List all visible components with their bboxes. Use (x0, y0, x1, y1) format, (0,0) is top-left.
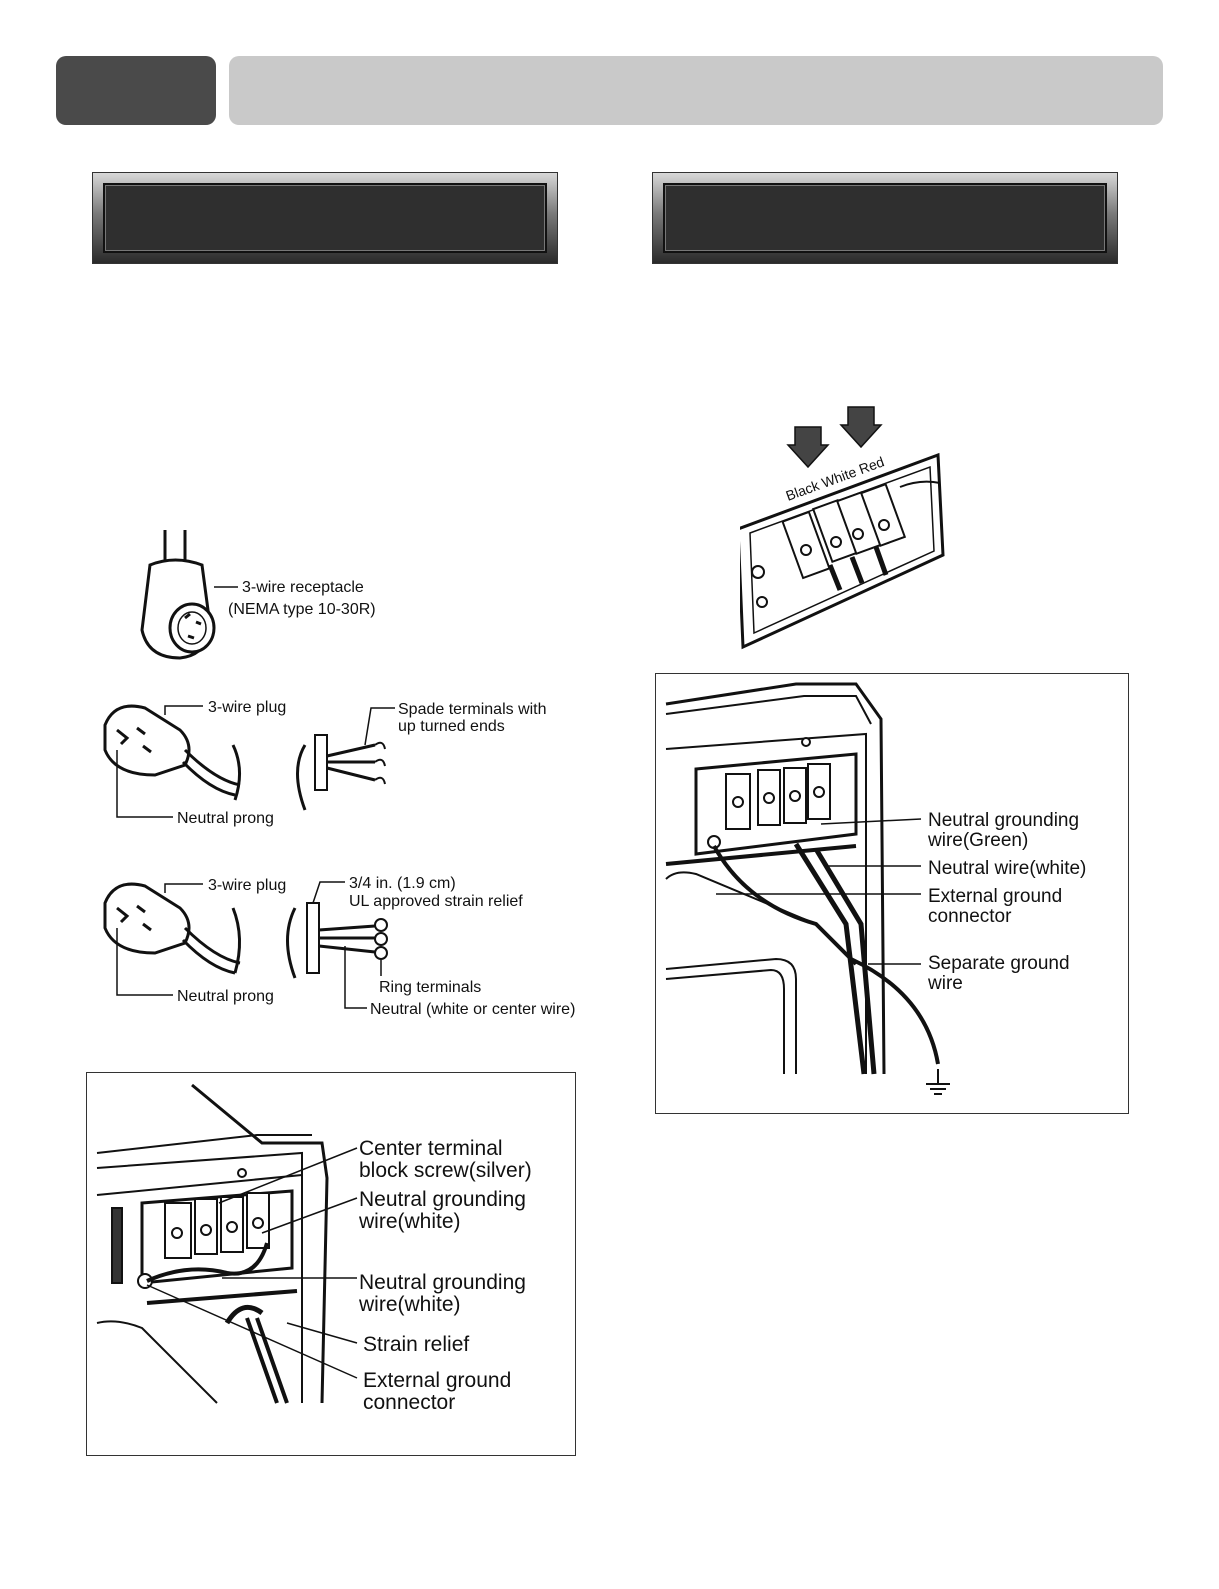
three-wire-center-line2: block screw(silver) (359, 1159, 532, 1182)
three-wire-ext-line2: connector (363, 1391, 455, 1414)
ring-terminals-label: Ring terminals (379, 979, 481, 996)
four-wire-diagram: Neutral grounding wire(Green) Neutral wi… (665, 682, 1086, 1095)
three-wire-ngw2-line1: Neutral grounding (359, 1271, 526, 1294)
four-wire-ext-line1: External ground (928, 886, 1062, 907)
three-wire-ngw1-line1: Neutral grounding (359, 1188, 526, 1211)
left-section-banner (92, 172, 558, 264)
three-wire-diagram-box: Center terminal block screw(silver) Neut… (86, 1072, 576, 1456)
down-arrow-icon (786, 426, 830, 469)
plug-spade-neutral-label: Neutral prong (177, 810, 274, 827)
plug-ring-plug-label: 3-wire plug (208, 877, 286, 894)
section-tab (56, 56, 216, 125)
four-wire-sep-line1: Separate ground (928, 953, 1070, 974)
down-arrow-icon (839, 406, 883, 449)
three-wire-center-line1: Center terminal (359, 1137, 503, 1160)
strain-relief-size-line2: UL approved strain relief (349, 893, 523, 910)
spade-terminal-label-line1: Spade terminals with (398, 701, 547, 718)
three-wire-ngw1-line2: wire(white) (358, 1210, 461, 1233)
neutral-wire-label: Neutral (white or center wire) (370, 1001, 575, 1018)
ground-symbol-icon (926, 1069, 950, 1095)
four-wire-sep-line2: wire (927, 973, 963, 994)
spade-terminal-label-line2: up turned ends (398, 718, 505, 735)
three-wire-strain: Strain relief (363, 1333, 469, 1356)
four-wire-ngw-line2: wire(Green) (927, 830, 1028, 851)
receptacle-illustration: 3-wire receptacle (NEMA type 10-30R) (140, 530, 376, 660)
right-section-banner (652, 172, 1118, 264)
plug-spade-illustration: 3-wire plug Spade terminals with up turn… (103, 699, 547, 827)
four-wire-neutral-wire: Neutral wire(white) (928, 858, 1086, 879)
plug-spade-plug-label: 3-wire plug (208, 699, 286, 716)
three-wire-ngw2-line2: wire(white) (358, 1293, 461, 1316)
receptacle-label-line2: (NEMA type 10-30R) (228, 601, 376, 618)
plug-ring-neutral-label: Neutral prong (177, 988, 274, 1005)
four-wire-diagram-box: Neutral grounding wire(Green) Neutral wi… (655, 673, 1129, 1114)
three-wire-ext-line1: External ground (363, 1369, 511, 1392)
plug-ring-illustration: 3-wire plug 3/4 in. (1.9 cm) UL approved… (103, 875, 575, 1018)
four-wire-ngw-line1: Neutral grounding (928, 810, 1079, 831)
header-bar (229, 56, 1163, 125)
strain-relief-size-line1: 3/4 in. (1.9 cm) (349, 875, 456, 892)
receptacle-label-line1: 3-wire receptacle (242, 579, 364, 596)
three-wire-diagram: Center terminal block screw(silver) Neut… (96, 1083, 532, 1414)
four-wire-ext-line2: connector (928, 906, 1012, 927)
terminal-block-illustration: Black White Red (740, 406, 945, 650)
